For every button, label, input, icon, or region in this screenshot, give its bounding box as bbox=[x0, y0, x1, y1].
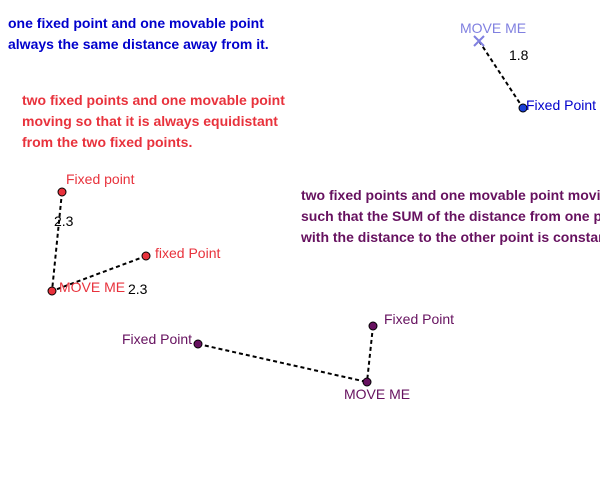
circle-locus-group: one fixed point and one movable point al… bbox=[8, 15, 596, 113]
ellipse-segment-1 bbox=[197, 343, 368, 383]
bisector-segment-1 bbox=[51, 191, 63, 292]
circle-fixed-label: Fixed Point bbox=[526, 97, 596, 113]
bisector-fixed-point-1[interactable] bbox=[57, 187, 67, 197]
bisector-movable-point[interactable] bbox=[47, 286, 57, 296]
bisector-fixed-label-2: fixed Point bbox=[155, 245, 220, 261]
ellipse-fixed-label-2: Fixed Point bbox=[384, 311, 454, 327]
ellipse-description-line-1: two fixed points and one movable point m… bbox=[301, 187, 600, 203]
bisector-segment-2 bbox=[51, 255, 147, 292]
ellipse-fixed-label-1: Fixed Point bbox=[122, 331, 192, 347]
bisector-locus-group: two fixed points and one movable point m… bbox=[22, 92, 285, 297]
ellipse-description-line-3: with the distance to the other point is … bbox=[300, 229, 600, 245]
circle-distance-label: 1.8 bbox=[509, 47, 529, 63]
ellipse-description-line-2: such that the SUM of the distance from o… bbox=[301, 208, 600, 224]
circle-radius-segment bbox=[478, 40, 524, 109]
ellipse-fixed-point-2[interactable] bbox=[368, 321, 378, 331]
circle-fixed-point[interactable] bbox=[518, 103, 528, 113]
x-mark-icon[interactable] bbox=[473, 35, 485, 47]
ellipse-segment-2 bbox=[366, 325, 374, 383]
circle-description-line-1: one fixed point and one movable point bbox=[8, 15, 264, 31]
bisector-description-line-1: two fixed points and one movable point bbox=[22, 92, 285, 108]
bisector-description-line-3: from the two fixed points. bbox=[22, 134, 192, 150]
bisector-description-line-2: moving so that it is always equidistant bbox=[22, 113, 278, 129]
bisector-distance-1: 2.3 bbox=[54, 213, 74, 229]
bisector-distance-2: 2.3 bbox=[128, 281, 148, 297]
ellipse-locus-group: two fixed points and one movable point m… bbox=[122, 187, 600, 402]
bisector-fixed-point-2[interactable] bbox=[141, 251, 151, 261]
bisector-movable-label: MOVE ME bbox=[59, 279, 125, 295]
circle-movable-label: MOVE ME bbox=[460, 20, 526, 36]
circle-description-line-2: always the same distance away from it. bbox=[8, 36, 269, 52]
ellipse-fixed-point-1[interactable] bbox=[193, 339, 203, 349]
bisector-fixed-label-1: Fixed point bbox=[66, 171, 135, 187]
ellipse-movable-point[interactable] bbox=[362, 377, 372, 387]
ellipse-movable-label: MOVE ME bbox=[344, 386, 410, 402]
